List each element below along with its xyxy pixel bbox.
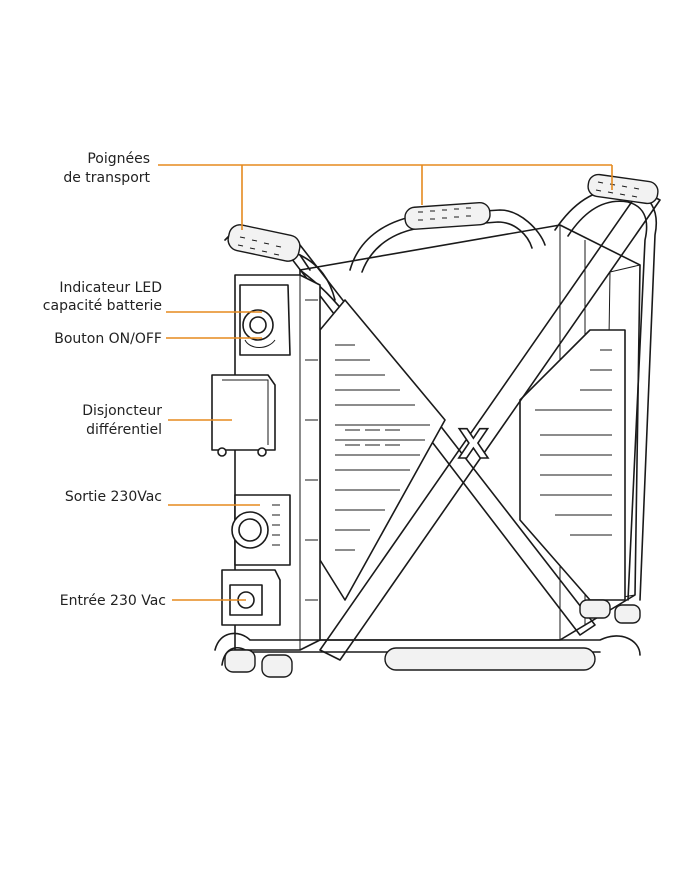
right-handle — [554, 173, 659, 601]
breaker-label-line1: Disjoncteur — [82, 403, 162, 419]
on-off-button — [249, 316, 267, 334]
x-logo-icon: X — [458, 422, 489, 468]
led-label-line1: Indicateur LED — [59, 280, 162, 296]
left-handle — [224, 224, 336, 301]
control-panel — [211, 274, 321, 651]
handles-callout — [158, 164, 613, 230]
button-label: Bouton ON/OFF — [54, 331, 162, 347]
callout-lines — [158, 164, 613, 601]
output-label: Sortie 230Vac — [65, 489, 162, 505]
input-label: Entrée 230 Vac — [60, 593, 166, 609]
handles-label-line2: de transport — [63, 170, 150, 186]
top-handle — [349, 202, 546, 273]
labels: Poignées de transport Indicateur LED cap… — [43, 151, 166, 609]
right-grille — [519, 329, 626, 601]
led-label-line2: capacité batterie — [43, 298, 162, 314]
handles-label-line1: Poignées — [87, 151, 150, 167]
breaker-cover — [211, 374, 276, 451]
breaker-label-line2: différentiel — [86, 422, 162, 438]
power-station-drawing: X — [211, 173, 661, 678]
bottom-frame — [214, 599, 641, 678]
